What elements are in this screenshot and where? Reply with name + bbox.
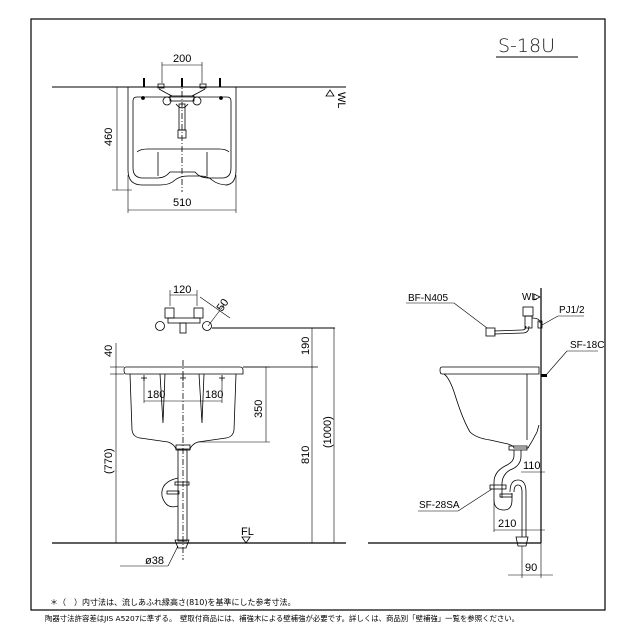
dim-bowl-depth: 350 [253, 400, 265, 418]
svg-text:S-18U: S-18U [498, 35, 555, 57]
dim-total-height: (1000) [322, 416, 334, 448]
dim-faucet-projection: 50 [215, 297, 232, 314]
dim-front-faucet-spacing: 120 [173, 284, 191, 296]
part-label-supply: PJ1/2 [559, 305, 585, 316]
dim-left-hole: 180 [147, 389, 165, 401]
drawing-frame [30, 18, 606, 611]
dim-trap-offset: 110 [523, 460, 541, 472]
side-view [368, 288, 598, 578]
dim-rim-thickness: 40 [103, 345, 115, 357]
front-view [52, 290, 346, 567]
dim-right-hole: 180 [205, 389, 223, 401]
part-label-trap: SF-28SA [419, 500, 460, 511]
dim-trap-width: 210 [498, 518, 516, 530]
dim-rim-height: 810 [300, 446, 312, 464]
dim-reference-height: (770) [103, 448, 115, 474]
floor-line-label: FL [241, 526, 254, 538]
wall-line-label-top: WL [335, 92, 347, 109]
dim-top-width: 510 [173, 197, 191, 209]
part-label-bracket: SF-18C [570, 340, 604, 351]
part-label-faucet: BF-N405 [408, 293, 448, 304]
dim-faucet-to-rim: 190 [300, 337, 312, 355]
model-title: S-18U [496, 35, 578, 58]
dim-floor-drain: 90 [525, 562, 537, 574]
wall-line-label-side: WL [522, 292, 537, 303]
drain-diameter: ø38 [145, 555, 164, 567]
note-tolerance-and-reinforcement: 陶器寸法許容差はJIS A5207に準ずる。 壁取付商品には、補強木による壁補強… [45, 614, 520, 623]
top-view [52, 62, 346, 213]
note-reference-dimensions: ＊（ ）内寸法は、流しあふれ縁高さ(810)を基準にした参考寸法。 [50, 598, 296, 607]
dim-top-depth: 460 [103, 128, 115, 146]
dim-top-faucet-spacing: 200 [173, 53, 191, 65]
